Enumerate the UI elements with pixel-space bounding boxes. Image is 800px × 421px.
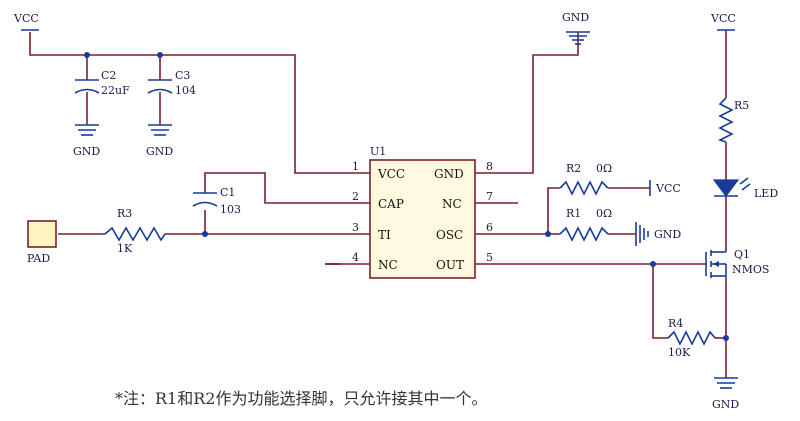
vcc-symbol-right: VCC — [710, 12, 736, 31]
junction-osc — [545, 231, 551, 237]
vcc-symbol: VCC — [13, 12, 39, 31]
gnd-label-top: GND — [562, 11, 589, 24]
r5-name: R5 — [734, 99, 749, 112]
r1-value: 0Ω — [596, 207, 612, 220]
r2-name: R2 — [566, 162, 581, 175]
footnote: *注：R1和R2作为功能选择脚，只允许接其中一个。 — [115, 389, 487, 408]
pin-6-num: 6 — [486, 221, 493, 234]
c1-name: C1 — [220, 186, 235, 199]
c1-value: 103 — [220, 203, 241, 216]
led-light-arrow-2 — [741, 183, 751, 191]
pin-1-label: VCC — [377, 167, 405, 181]
vcc-label-r2: VCC — [655, 182, 681, 195]
led-light-arrow-1 — [739, 177, 749, 185]
r4-value: 10K — [668, 346, 691, 359]
junction-c1 — [202, 231, 208, 237]
led: LED — [712, 177, 778, 200]
r3-name: R3 — [117, 207, 132, 220]
c2-value: 22uF — [101, 84, 130, 97]
gnd-symbol-bottom: GND — [712, 377, 739, 411]
c3-value: 104 — [175, 84, 196, 97]
vcc-label: VCC — [13, 12, 39, 25]
gnd-symbol-c3: GND — [146, 124, 173, 158]
pin-7-label: NC — [442, 197, 462, 211]
junctions — [84, 52, 729, 341]
vcc-symbol-r2: VCC — [649, 180, 681, 196]
r3-value: 1K — [117, 242, 133, 255]
ic-u1: U1 1 VCC 2 CAP 3 TI 4 NC 5 OUT 6 OSC 7 N… — [340, 145, 493, 279]
led-label: LED — [754, 187, 778, 200]
gnd-label-c3: GND — [146, 145, 173, 158]
ic-name: U1 — [370, 145, 386, 158]
capacitor-c3: C3 104 — [147, 69, 196, 97]
junction-c3 — [157, 52, 163, 58]
pin-8-label: GND — [434, 167, 464, 181]
capacitor-c2: C2 22uF — [74, 69, 130, 97]
r4-name: R4 — [668, 317, 683, 330]
gnd-label-bottom: GND — [712, 398, 739, 411]
capacitor-c1: C1 103 — [192, 186, 241, 216]
c3-name: C3 — [175, 69, 190, 82]
resistor-r4: R4 10K — [667, 317, 716, 359]
pin-8-num: 8 — [486, 160, 493, 173]
junction-c2 — [84, 52, 90, 58]
pin-7-num: 7 — [486, 190, 493, 203]
pin-4-label: NC — [378, 258, 398, 272]
wire-cap — [204, 172, 340, 204]
resistor-r2: R2 0Ω — [559, 162, 612, 196]
nmos-q1: Q1 NMOS — [705, 248, 769, 280]
gnd-symbol-r1: GND — [635, 222, 681, 246]
junction-source — [723, 335, 729, 341]
pin-2-label: CAP — [378, 197, 404, 211]
pin-6-label: OSC — [436, 228, 463, 242]
resistor-r3: R3 1K — [104, 207, 166, 255]
wire-gnd-top — [475, 32, 579, 174]
wire-r4-left — [652, 264, 668, 339]
q1-name: Q1 — [734, 248, 750, 261]
pin-3-num: 3 — [352, 221, 359, 234]
pad-label: PAD — [27, 252, 50, 265]
pin-4-num: 4 — [352, 251, 359, 264]
r1-name: R1 — [566, 207, 581, 220]
pin-3-label: TI — [378, 228, 391, 242]
pin-5-num: 5 — [486, 251, 493, 264]
wire-osc-r2 — [547, 187, 560, 234]
gnd-symbol-top: GND — [562, 11, 590, 45]
gnd-label-r1: GND — [654, 228, 681, 241]
junction-gate — [650, 261, 656, 267]
wire-vcc-rail — [29, 32, 340, 174]
resistor-r1: R1 0Ω — [559, 207, 612, 242]
pin-2-num: 2 — [352, 190, 359, 203]
gnd-symbol-c2: GND — [73, 124, 100, 158]
pin-5-label: OUT — [436, 258, 464, 272]
gnd-label-c2: GND — [73, 145, 100, 158]
touch-pad: PAD — [27, 220, 57, 265]
pin-1-num: 1 — [352, 160, 359, 173]
vcc-label-right: VCC — [710, 12, 736, 25]
resistor-r5: R5 — [717, 97, 749, 143]
r2-value: 0Ω — [596, 162, 612, 175]
q1-type: NMOS — [732, 263, 769, 276]
c2-name: C2 — [101, 69, 116, 82]
